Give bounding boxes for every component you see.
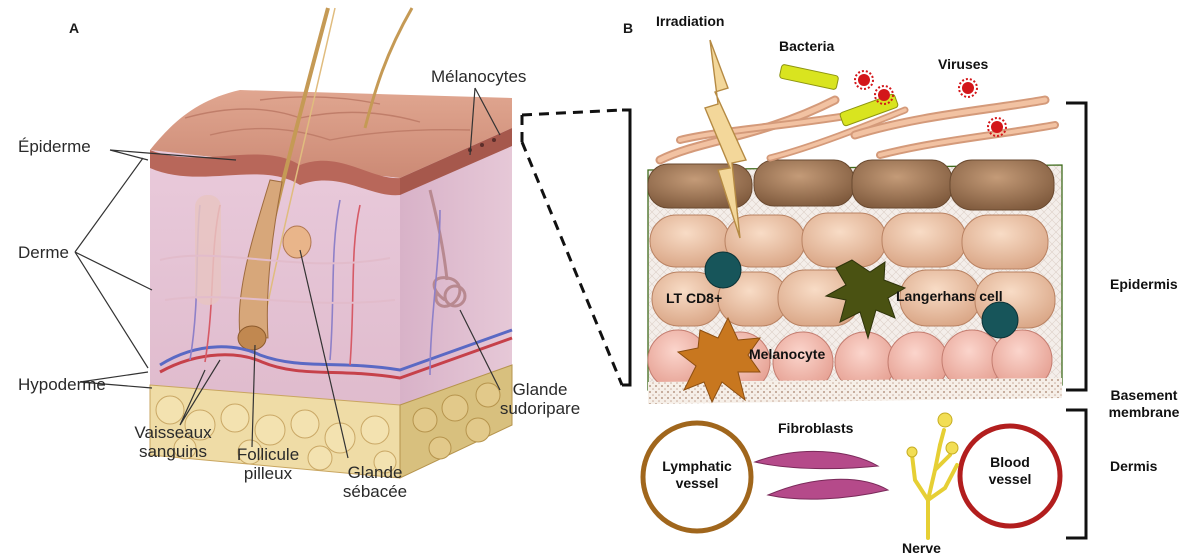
label-fibroblasts: Fibroblasts	[778, 420, 853, 436]
panel-a-letter: A	[69, 20, 79, 36]
label-sebacee-line2: sébacée	[330, 482, 420, 501]
label-lymphatic-line1: Lymphatic	[652, 458, 742, 475]
fibroblast	[768, 479, 888, 499]
label-lt-cd8: LT CD8+	[666, 290, 722, 306]
label-sebacee-line1: Glande	[330, 463, 420, 482]
label-blood-vessel: Blood vessel	[970, 454, 1050, 488]
label-dermis: Dermis	[1110, 458, 1157, 474]
label-melanocytes: Mélanocytes	[431, 67, 526, 86]
label-irradiation: Irradiation	[656, 13, 724, 29]
label-lymphatic-vessel: Lymphatic vessel	[652, 458, 742, 492]
label-basement-line2: membrane	[1098, 404, 1190, 421]
label-blood-line1: Blood	[970, 454, 1050, 471]
label-vaisseaux-sanguins: Vaisseaux sanguins	[118, 423, 228, 461]
label-sudoripare-line2: sudoripare	[490, 399, 590, 418]
lt-cd8-cell	[705, 252, 741, 288]
virus	[855, 71, 873, 89]
panel-b-left-bracket	[622, 110, 630, 385]
label-basement-line1: Basement	[1098, 387, 1190, 404]
virus	[959, 79, 977, 97]
lt-cd8-cell	[982, 302, 1018, 338]
label-nerve: Nerve	[902, 540, 941, 556]
bacterium	[779, 64, 839, 90]
fibroblast	[755, 451, 878, 468]
label-bacteria: Bacteria	[779, 38, 834, 54]
label-langerhans-cell: Langerhans cell	[896, 288, 1003, 304]
label-follicule-line1: Follicule	[218, 445, 318, 464]
label-lymphatic-line2: vessel	[652, 475, 742, 492]
dermis-bracket	[1066, 410, 1086, 538]
label-follicule-pilleux: Follicule pilleux	[218, 445, 318, 483]
panel-b-letter: B	[623, 20, 633, 36]
label-epiderme: Épiderme	[18, 137, 91, 156]
label-epidermis: Epidermis	[1110, 276, 1178, 292]
label-sudoripare-line1: Glande	[490, 380, 590, 399]
label-viruses: Viruses	[938, 56, 988, 72]
label-vaisseaux-line2: sanguins	[118, 442, 228, 461]
label-derme: Derme	[18, 243, 69, 262]
label-melanocyte: Melanocyte	[749, 346, 825, 362]
label-glande-sudoripare: Glande sudoripare	[490, 380, 590, 418]
nerve-ending	[907, 413, 958, 538]
label-hypoderme: Hypoderme	[18, 375, 106, 394]
label-glande-sebacee: Glande sébacée	[330, 463, 420, 501]
label-follicule-line2: pilleux	[218, 464, 318, 483]
projection-lines	[522, 110, 622, 385]
label-blood-line2: vessel	[970, 471, 1050, 488]
label-basement-membrane: Basement membrane	[1098, 387, 1190, 421]
epidermis-bracket	[1066, 103, 1086, 390]
label-vaisseaux-line1: Vaisseaux	[118, 423, 228, 442]
